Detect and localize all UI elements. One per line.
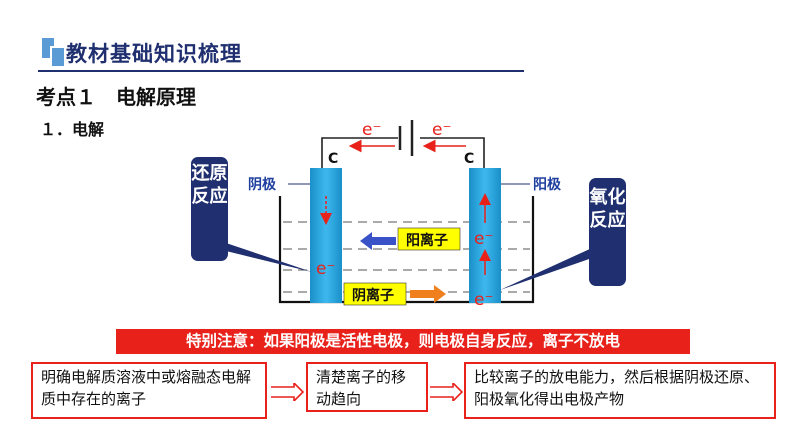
- anode-electron-label-lower: e⁻: [474, 290, 493, 310]
- cathode-label: 阴极: [248, 176, 277, 193]
- anion-label: 阴离子: [352, 287, 394, 304]
- oxidation-label: 氧化反应: [589, 187, 626, 231]
- cation-arrow: [360, 232, 396, 250]
- step-identify-ions: 明确电解质溶液中或熔融态电解质中存在的离子: [31, 362, 267, 419]
- electrode-letter-right: C: [464, 151, 474, 167]
- anion-arrow: [410, 285, 446, 303]
- cathode-electrode: [310, 168, 342, 303]
- anode-electrode: [469, 168, 501, 303]
- arrow-step-1-to-2: [271, 383, 304, 401]
- step-discharge-order: 比较离子的放电能力，然后根据阴极还原、阳极氧化得出电极产物: [464, 362, 776, 419]
- header-divider: [38, 70, 524, 72]
- reduction-callout: [191, 157, 312, 272]
- electrolysis-diagram: e⁻ e⁻ C C 阴极 阳极 e⁻ e⁻ e⁻ 阳离子: [191, 120, 626, 310]
- electron-label-left: e⁻: [362, 120, 381, 140]
- cation-label: 阳离子: [406, 232, 448, 249]
- cation-label-box: [397, 227, 461, 251]
- page-title: 教材基础知识梳理: [66, 42, 242, 66]
- circuit-wire: [321, 137, 485, 168]
- oxidation-callout: [500, 178, 626, 290]
- cathode-electron-label: e⁻: [316, 259, 335, 279]
- bookmark-square-icon: [42, 38, 64, 66]
- arrow-step-2-to-3: [430, 383, 463, 401]
- step-ion-migration: 清楚离子的移动趋向: [306, 362, 428, 412]
- anode-label: 阳极: [533, 176, 562, 193]
- section-subheading: １．电解: [40, 120, 105, 139]
- section-heading: 考点１ 电解原理: [36, 85, 196, 109]
- battery-icon: [398, 120, 414, 156]
- anion-label-box: [343, 282, 407, 306]
- electrode-letter-left: C: [328, 151, 338, 167]
- reduction-label: 还原反应: [191, 163, 228, 207]
- electron-label-right: e⁻: [432, 120, 451, 140]
- anode-electron-label-upper: e⁻: [474, 229, 493, 249]
- warning-banner: 特别注意：如果阳极是活性电极，则电极自身反应，离子不放电: [116, 329, 690, 354]
- beaker: [278, 196, 535, 304]
